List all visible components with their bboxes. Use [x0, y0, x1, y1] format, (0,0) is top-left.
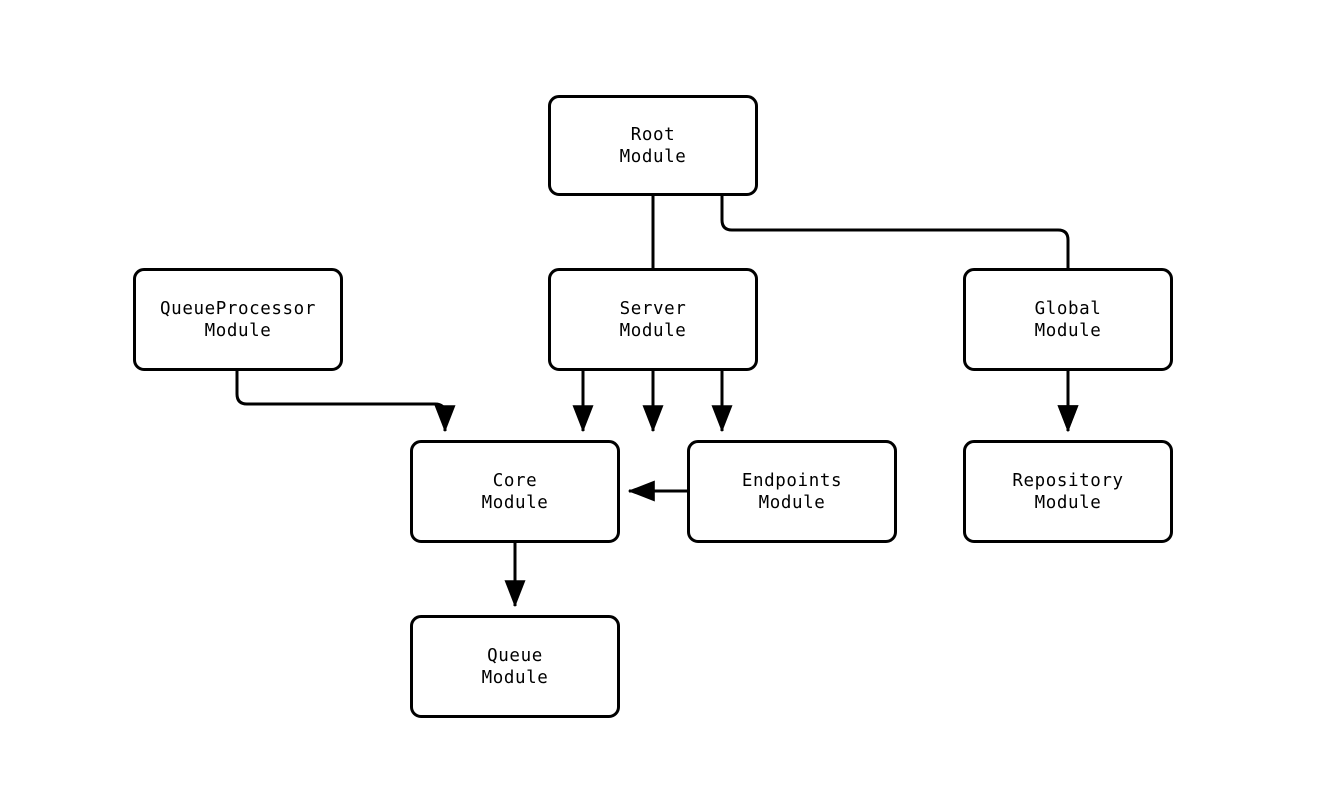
node-label-line2: Module [1034, 320, 1102, 341]
node-label-line1: Global [1034, 298, 1102, 319]
node-server-module[interactable]: Server Module [548, 268, 758, 371]
node-core-module[interactable]: Core Module [410, 440, 620, 543]
node-label-line1: Repository [1012, 470, 1124, 491]
node-label-line1: Core [492, 470, 538, 491]
node-label-line1: QueueProcessor [160, 298, 316, 319]
node-root-module[interactable]: Root Module [548, 95, 758, 196]
node-label-line2: Module [481, 492, 549, 513]
edge-root-global [720, 196, 1079, 433]
node-label-line2: Module [481, 667, 549, 688]
node-label-line1: Endpoints [741, 470, 843, 491]
node-label-line1: Root [630, 124, 676, 145]
node-repository-module[interactable]: Repository Module [963, 440, 1173, 543]
node-label-line2: Module [619, 320, 687, 341]
node-label-line2: Module [758, 492, 826, 513]
node-label-line1: Server [619, 298, 687, 319]
node-queue-module[interactable]: Queue Module [410, 615, 620, 718]
node-label-line2: Module [204, 320, 272, 341]
node-queueprocessor-module[interactable]: QueueProcessor Module [133, 268, 343, 371]
node-label-line1: Queue [487, 645, 543, 666]
node-global-module[interactable]: Global Module [963, 268, 1173, 371]
node-label-line2: Module [619, 146, 687, 167]
node-endpoints-module[interactable]: Endpoints Module [687, 440, 897, 543]
edge-queueprocessor-core [235, 371, 456, 433]
node-label-line2: Module [1034, 492, 1102, 513]
